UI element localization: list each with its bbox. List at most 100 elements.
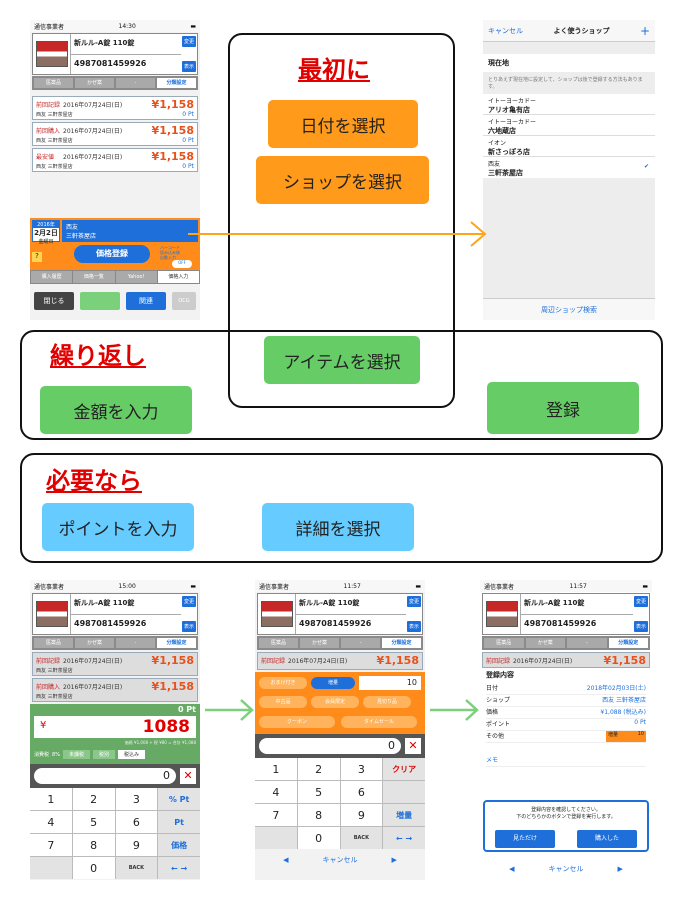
option-used[interactable]: 中古品 bbox=[259, 696, 307, 708]
option-bonus[interactable]: おまけ付き bbox=[259, 677, 307, 689]
tax-option-excluded[interactable]: 税別 bbox=[92, 750, 115, 759]
key-price[interactable]: 価格 bbox=[158, 834, 200, 856]
option-extra-amount[interactable]: 増量 bbox=[311, 677, 355, 689]
option-members-only[interactable]: 会員限定 bbox=[311, 696, 359, 708]
auto-toggle[interactable]: OFF bbox=[172, 260, 192, 268]
shop-selector[interactable]: 西友三軒茶屋店 bbox=[62, 220, 198, 242]
cursor-key[interactable]: ← → bbox=[158, 857, 200, 879]
input-display[interactable]: 0 bbox=[34, 768, 176, 784]
category-1[interactable]: かぜ薬 bbox=[525, 638, 565, 648]
show-button[interactable]: 表示 bbox=[634, 621, 648, 632]
cancel-link[interactable]: キャンセル bbox=[488, 26, 523, 35]
category-settings-button[interactable]: 分類設定 bbox=[157, 78, 196, 88]
key-9[interactable]: 9 bbox=[115, 834, 158, 856]
category-2[interactable]: - bbox=[341, 638, 380, 648]
tax-option-untaxed[interactable]: 未課税 bbox=[62, 750, 90, 759]
key-2[interactable]: 2 bbox=[72, 788, 115, 810]
category-1[interactable]: かぜ薬 bbox=[75, 78, 114, 88]
related-button[interactable]: 関連 bbox=[126, 292, 166, 310]
key-5[interactable]: 5 bbox=[297, 781, 340, 803]
tax-option-included[interactable]: 税込み bbox=[117, 750, 145, 759]
nearby-shop-search-button[interactable]: 周辺ショップ検索 bbox=[483, 298, 655, 320]
key-6[interactable]: 6 bbox=[340, 781, 383, 803]
key-1[interactable]: 1 bbox=[255, 758, 297, 780]
green-button[interactable] bbox=[80, 292, 120, 310]
key-3[interactable]: 3 bbox=[115, 788, 158, 810]
key-2[interactable]: 2 bbox=[297, 758, 340, 780]
category-2[interactable]: - bbox=[116, 78, 155, 88]
category-0[interactable]: 医薬品 bbox=[259, 638, 298, 648]
backspace-key[interactable]: BACK bbox=[115, 857, 158, 879]
price-register-button[interactable]: 価格登録 bbox=[74, 245, 150, 263]
current-location-item[interactable]: 現在地 bbox=[483, 54, 655, 72]
close-button[interactable]: 閉じる bbox=[34, 292, 74, 310]
key-7[interactable]: 7 bbox=[30, 834, 72, 856]
bought-button[interactable]: 購入した bbox=[577, 830, 637, 848]
clear-icon[interactable]: ✕ bbox=[405, 738, 421, 754]
key-5[interactable]: 5 bbox=[72, 811, 115, 833]
help-button[interactable]: ? bbox=[32, 252, 42, 262]
category-1[interactable]: かぜ薬 bbox=[300, 638, 339, 648]
key-3[interactable]: 3 bbox=[340, 758, 383, 780]
shop-item[interactable]: イトーヨーカドー六地蔵店 bbox=[483, 115, 655, 136]
change-button[interactable]: 変更 bbox=[634, 596, 648, 607]
key-7[interactable]: 7 bbox=[255, 804, 297, 826]
key-percent-pt[interactable]: % Pt bbox=[158, 788, 200, 810]
ocg-button[interactable]: OCG bbox=[172, 292, 196, 310]
key-0[interactable]: 0 bbox=[297, 827, 340, 849]
category-2[interactable]: - bbox=[116, 638, 155, 648]
just-looked-button[interactable]: 見ただけ bbox=[495, 830, 555, 848]
change-button[interactable]: 変更 bbox=[182, 36, 196, 47]
tab-yahoo[interactable]: Yahoo! bbox=[115, 271, 157, 283]
backspace-key[interactable]: BACK bbox=[340, 827, 383, 849]
category-0[interactable]: 医薬品 bbox=[34, 638, 73, 648]
show-button[interactable]: 表示 bbox=[182, 621, 196, 632]
tab-price-input[interactable]: 価格入力 bbox=[157, 271, 199, 283]
key-9[interactable]: 9 bbox=[340, 804, 383, 826]
option-coupon[interactable]: クーポン bbox=[259, 716, 335, 728]
cursor-key[interactable]: ← → bbox=[383, 827, 425, 849]
key-4[interactable]: 4 bbox=[30, 811, 72, 833]
input-display[interactable]: 0 bbox=[259, 738, 401, 754]
category-2[interactable]: - bbox=[567, 638, 607, 648]
show-button[interactable]: 表示 bbox=[182, 61, 196, 72]
clear-icon[interactable]: ✕ bbox=[180, 768, 196, 784]
cancel-link[interactable]: キャンセル bbox=[548, 865, 584, 873]
add-shop-icon[interactable]: + bbox=[639, 23, 650, 38]
next-icon[interactable]: ▶ bbox=[617, 865, 623, 873]
prev-icon[interactable]: ◀ bbox=[509, 865, 515, 873]
category-settings-button[interactable]: 分類設定 bbox=[157, 638, 196, 648]
cancel-link[interactable]: キャンセル bbox=[322, 856, 358, 864]
category-0[interactable]: 医薬品 bbox=[484, 638, 524, 648]
key-6[interactable]: 6 bbox=[115, 811, 158, 833]
tab-history[interactable]: 購入履歴 bbox=[31, 271, 73, 283]
key-pt[interactable]: Pt bbox=[158, 811, 200, 833]
key-extra-amount[interactable]: 増量 bbox=[383, 804, 425, 826]
prev-icon[interactable]: ◀ bbox=[283, 856, 289, 864]
option-value-field[interactable]: 10 bbox=[359, 676, 421, 690]
key-1[interactable]: 1 bbox=[30, 788, 72, 810]
tab-price-list[interactable]: 価格一覧 bbox=[73, 271, 115, 283]
amount-field[interactable]: ¥1088 bbox=[34, 716, 196, 738]
memo-field[interactable]: メモ bbox=[486, 755, 646, 767]
shop-item[interactable]: イトーヨーカドーアリオ亀有店 bbox=[483, 94, 655, 115]
key-8[interactable]: 8 bbox=[72, 834, 115, 856]
category-1[interactable]: かぜ薬 bbox=[75, 638, 114, 648]
category-settings-button[interactable]: 分類設定 bbox=[382, 638, 421, 648]
category-0[interactable]: 医薬品 bbox=[34, 78, 73, 88]
option-clearance[interactable]: 見切り品 bbox=[363, 696, 411, 708]
key-0[interactable]: 0 bbox=[72, 857, 115, 879]
key-clear[interactable]: クリア bbox=[383, 758, 425, 780]
change-button[interactable]: 変更 bbox=[182, 596, 196, 607]
shop-item[interactable]: イオン新さっぽろ店 bbox=[483, 136, 655, 157]
key-8[interactable]: 8 bbox=[297, 804, 340, 826]
category-settings-button[interactable]: 分類設定 bbox=[608, 638, 648, 648]
key-4[interactable]: 4 bbox=[255, 781, 297, 803]
shop-item-selected[interactable]: 西友三軒茶屋店✔ bbox=[483, 157, 655, 178]
show-button[interactable]: 表示 bbox=[407, 621, 421, 632]
option-time-sale[interactable]: タイムセール bbox=[341, 716, 417, 728]
